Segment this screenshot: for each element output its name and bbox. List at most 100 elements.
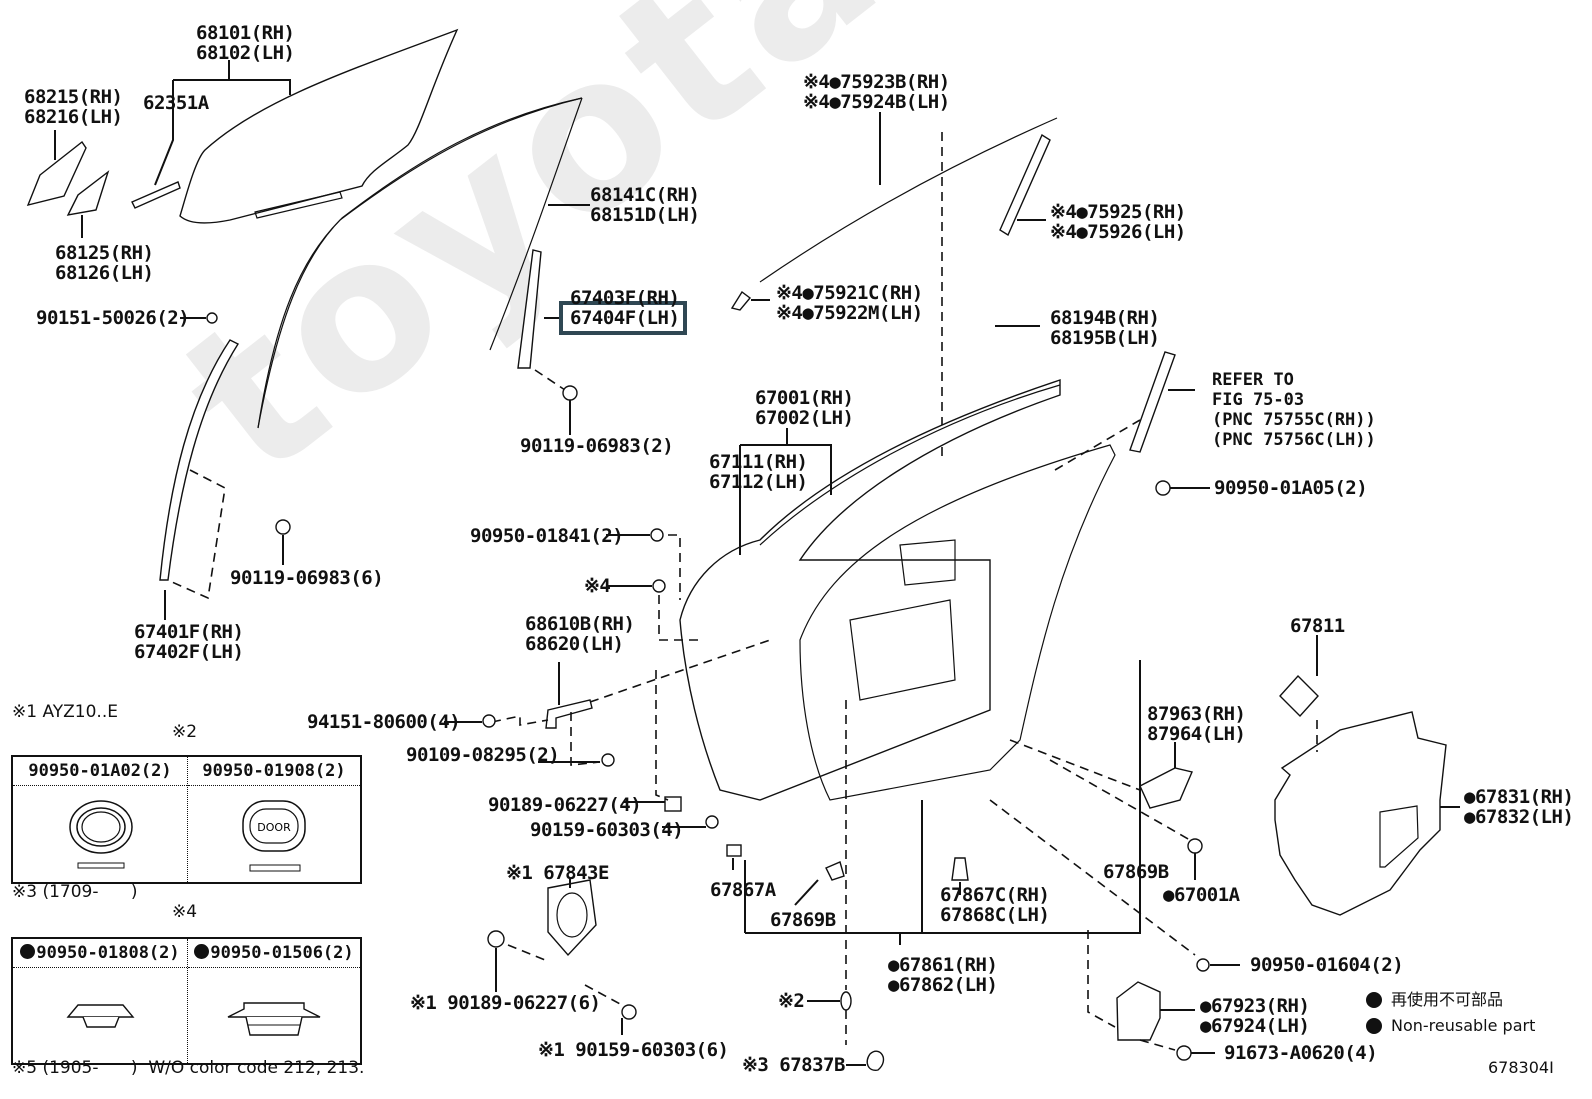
door-plug-icon: DOOR <box>242 800 306 872</box>
label-lh: 68102(LH) <box>196 42 295 64</box>
label-lh: 68216(LH) <box>24 106 123 128</box>
label-rh: ●67831(RH) <box>1464 786 1574 808</box>
part-label-67001A[interactable]: ●67001A <box>1163 885 1240 905</box>
note-2-title: ※2 <box>172 722 198 742</box>
plug-x2 <box>840 991 852 1011</box>
part-label-90119-06983-6[interactable]: 90119-06983(6) <box>230 567 384 589</box>
label-text: ※1 90189-06227(6) <box>410 992 601 1014</box>
label-lh: 68151D(LH) <box>590 204 700 226</box>
bolt-91673 <box>1176 1045 1192 1061</box>
table-2-cell-2[interactable]: 90950-01908(2) DOOR <box>188 757 360 882</box>
part-label-68215[interactable]: 68215(RH)68216(LH) <box>24 87 123 128</box>
part-label-90189-06227-4[interactable]: 90189-06227(4) <box>488 795 642 815</box>
clip-67867A <box>726 844 742 857</box>
label-rh: ※4●75921C(RH) <box>776 282 923 304</box>
label-lh: 67402F(LH) <box>134 641 244 663</box>
part-label-62351A[interactable]: 62351A <box>143 93 209 113</box>
part-label-67403F[interactable]: 67403F(RH)67404F(LH) <box>570 288 680 328</box>
part-label-67923[interactable]: ●67923(RH)●67924(LH) <box>1200 995 1310 1037</box>
insulator-pocket <box>1379 805 1419 868</box>
part-label-90109-08295[interactable]: 90109-08295(2) <box>406 745 560 765</box>
part-label-94151-80600[interactable]: 94151-80600(4) <box>307 712 461 732</box>
part-label-87963[interactable]: 87963(RH)87964(LH) <box>1147 703 1246 744</box>
part-label-67811[interactable]: 67811 <box>1290 616 1345 636</box>
label-rh: 68125(RH) <box>55 242 154 264</box>
part-label-68101[interactable]: 68101(RH)68102(LH) <box>196 22 295 64</box>
part-label-90119-06983-2[interactable]: 90119-06983(2) <box>520 436 674 456</box>
legend-row-jp: 再使用不可部品 <box>1366 987 1535 1013</box>
table-2-cell-1[interactable]: 90950-01A02(2) <box>13 757 188 882</box>
label-text: 90151-50026(2) <box>36 307 190 329</box>
plug-flat-icon <box>66 1004 135 1028</box>
label-rh: 68101(RH) <box>196 22 295 44</box>
part-label-90950-01A05[interactable]: 90950-01A05(2) <box>1214 478 1368 498</box>
label-rh: 68194B(RH) <box>1050 307 1160 329</box>
label-lh: ●67832(LH) <box>1464 806 1574 828</box>
label-text: 90119-06983(6) <box>230 567 384 589</box>
clip-90950-01841 <box>650 528 664 542</box>
cover-67923 <box>1116 981 1161 1041</box>
clip-67001A <box>1187 838 1203 854</box>
refer-line-3: (PNC 75756C(LH)) <box>1212 430 1376 450</box>
label-text: 90950-01841(2) <box>470 525 624 547</box>
part-label-67401F[interactable]: 67401F(RH)67402F(LH) <box>134 622 244 663</box>
part-label-90950-01604[interactable]: 90950-01604(2) <box>1250 955 1404 975</box>
label-rh: ●67861(RH) <box>888 954 998 976</box>
label-lh: ※4●75924B(LH) <box>803 91 950 113</box>
part-label-67861[interactable]: ●67861(RH)●67862(LH) <box>888 954 998 996</box>
label-lh: 67002(LH) <box>755 407 854 429</box>
part-label-90950-01841[interactable]: 90950-01841(2) <box>470 525 624 547</box>
part-label-67867C[interactable]: 67867C(RH)67868C(LH) <box>940 885 1050 925</box>
hinge-68610 <box>545 699 593 729</box>
legend-jp-text: 再使用不可部品 <box>1391 990 1504 1009</box>
table-note-4: 90950-01808(2) 90950-01506(2) <box>11 937 362 1065</box>
part-label-68141C[interactable]: 68141C(RH)68151D(LH) <box>590 184 700 226</box>
note-5: ※5 (1905- ) W/O color code 212, 213. <box>12 1058 365 1078</box>
label-text: ※2 <box>778 990 805 1012</box>
bracket-87963 <box>1139 767 1193 809</box>
part-label-68194B[interactable]: 68194B(RH)68195B(LH) <box>1050 307 1160 348</box>
part-label-67831[interactable]: ●67831(RH)●67832(LH) <box>1464 786 1574 828</box>
part-label-75925[interactable]: ※4●75925(RH)※4●75926(LH) <box>1050 202 1186 242</box>
part-label-90189-06227-6[interactable]: ※1 90189-06227(6) <box>410 992 601 1014</box>
table-4-cell-1[interactable]: 90950-01808(2) <box>13 939 188 1063</box>
clip-67867C <box>951 857 969 881</box>
part-label-67869B-right[interactable]: 67869B <box>1103 862 1169 882</box>
part-label-90151-50026[interactable]: 90151-50026(2) <box>36 307 190 329</box>
screw-90151 <box>206 312 218 324</box>
part-label-x2[interactable]: ※2 <box>778 990 805 1012</box>
label-text: ※3 67837B <box>742 1054 845 1076</box>
part-label-67837B[interactable]: ※3 67837B <box>742 1055 845 1075</box>
label-rh: 87963(RH) <box>1147 703 1246 725</box>
note-4-title: ※4 <box>172 902 198 922</box>
part-label-68125[interactable]: 68125(RH)68126(LH) <box>55 242 154 284</box>
part-label-91673-A0620[interactable]: 91673-A0620(4) <box>1224 1043 1378 1063</box>
part-label-67843E[interactable]: ※1 67843E <box>506 863 609 883</box>
part-label-67111[interactable]: 67111(RH)67112(LH) <box>709 452 808 492</box>
label-lh: ●67924(LH) <box>1200 1015 1310 1037</box>
part-label-67001[interactable]: 67001(RH)67002(LH) <box>755 388 854 429</box>
part-label-90159-60303-4[interactable]: 90159-60303(4) <box>530 820 684 840</box>
run-channel <box>131 181 181 209</box>
door-glass <box>179 28 459 224</box>
part-label-68610B[interactable]: 68610B(RH)68620(LH) <box>525 614 635 654</box>
label-rh: 68141C(RH) <box>590 184 700 206</box>
part-label-75923B[interactable]: ※4●75923B(RH)※4●75924B(LH) <box>803 72 950 112</box>
part-label-x4[interactable]: ※4 <box>584 576 611 596</box>
bolt-90119-6 <box>275 519 291 535</box>
label-lh: 68126(LH) <box>55 262 154 284</box>
part-label-67867A[interactable]: 67867A <box>710 880 776 900</box>
label-lh: ※4●75926(LH) <box>1050 221 1186 243</box>
table-4-header-1-text: 90950-01808(2) <box>36 943 180 963</box>
part-label-75921C[interactable]: ※4●75921C(RH)※4●75922M(LH) <box>776 283 923 323</box>
part-label-90159-60303-6[interactable]: ※1 90159-60303(6) <box>538 1040 729 1060</box>
legend: 再使用不可部品 Non-reusable part <box>1366 987 1535 1039</box>
table-4-cell-2[interactable]: 90950-01506(2) <box>188 939 360 1063</box>
part-label-67869B-left[interactable]: 67869B <box>770 910 836 930</box>
label-rh: ●67923(RH) <box>1200 995 1310 1017</box>
label-text: 67811 <box>1290 615 1345 637</box>
note-1: ※1 AYZ10..E <box>12 702 118 722</box>
label-lh: ●67862(LH) <box>888 974 998 996</box>
weatherstrip-67861 <box>799 444 1116 801</box>
